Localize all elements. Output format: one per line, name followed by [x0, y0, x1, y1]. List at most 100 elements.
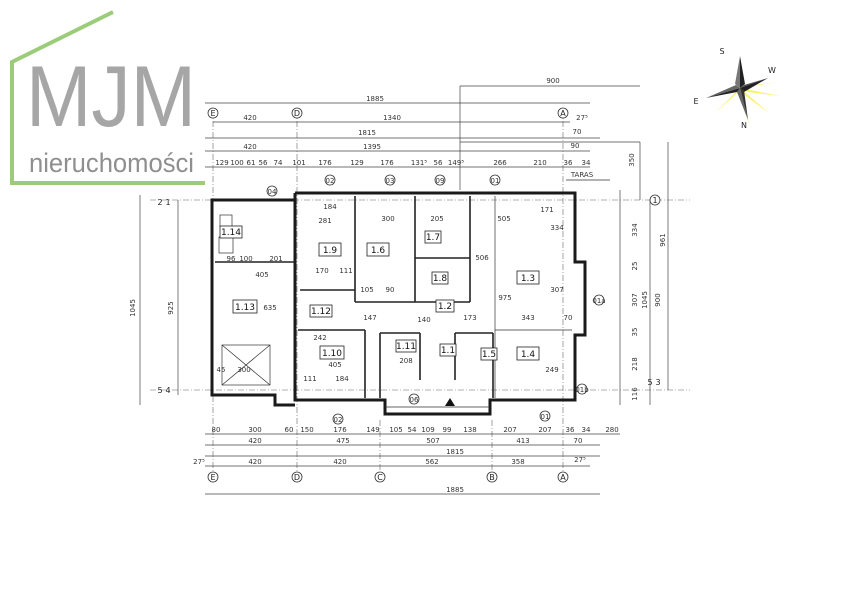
dimension-label: 90 [571, 142, 580, 150]
plan-element [309, 304, 333, 318]
dimension-label: 249 [545, 366, 558, 374]
dimension-label: 54 [408, 426, 417, 434]
room-1-8: 1.8 [431, 271, 449, 285]
dimension-label: 99 [443, 426, 452, 434]
dimension-label: 100 [239, 255, 252, 263]
dimension-label: E [210, 109, 215, 118]
plan-element [221, 344, 271, 386]
dimension-label: 1.6 [371, 246, 386, 256]
dimension-label: 150 [300, 426, 313, 434]
dimension-label: 1815 [358, 129, 376, 137]
dimension-label: 1 [652, 196, 657, 205]
room-1-4: 1.4 [516, 346, 540, 361]
dimension-label: 218 [631, 357, 639, 370]
dimension-label: 3 [655, 378, 660, 387]
dimension-label: 56 [259, 159, 268, 167]
dimension-label: 1.4 [521, 350, 536, 360]
dimension-label: 149 [366, 426, 379, 434]
plan-element [539, 410, 551, 422]
mjm-logo: MJM nieruchomości [10, 10, 205, 185]
dimension-label: 961 [659, 233, 667, 246]
dimension-label: 1.13 [235, 303, 255, 313]
dimension-label: 138 [463, 426, 476, 434]
dimension-label: 334 [631, 223, 639, 237]
dimension-label: 1.14 [221, 228, 241, 238]
plan-element [207, 471, 219, 483]
dimension-label: 1.2 [438, 302, 452, 312]
dimension-label: 900 [654, 293, 662, 306]
dimension-label: B [489, 473, 495, 482]
plan-element [715, 88, 740, 113]
dimension-label: 1045 [129, 299, 137, 317]
plan-element [332, 413, 344, 425]
plan-element [593, 294, 605, 306]
dimension-label: 1.9 [323, 246, 338, 256]
compass-s: S [719, 47, 724, 56]
plan-element [576, 383, 588, 395]
dimension-label: 111 [303, 375, 316, 383]
plan-element [740, 78, 768, 92]
plan-element [435, 299, 455, 313]
dimension-label: 90 [386, 286, 395, 294]
dimension-label: 1.3 [521, 274, 535, 284]
dimension-label: 405 [328, 361, 341, 369]
dimension-label: 307 [631, 293, 639, 306]
dimension-label: 242 [313, 334, 326, 342]
dimension-label: 266 [493, 159, 507, 167]
compass-n: N [741, 121, 747, 130]
dimension-label: 210 [533, 159, 546, 167]
dimension-label: 975 [498, 294, 511, 302]
dimension-label: 60 [285, 426, 294, 434]
plan-element [516, 346, 540, 361]
plan-element [439, 343, 457, 357]
logo-brand: MJM [26, 49, 196, 145]
dimension-label: 173 [463, 314, 476, 322]
axis-markers-top: E D A 2 1 5 4 1 5 3 [157, 107, 661, 395]
plan-element [737, 88, 748, 120]
dimension-label: 61 [247, 159, 256, 167]
room-1-6: 1.6 [366, 242, 390, 257]
dimension-label: 635 [263, 304, 276, 312]
dimension-label: 35 [631, 328, 639, 337]
dimension-label: 925 [167, 301, 175, 314]
dimension-label: 03 [386, 177, 395, 185]
dimension-label: 101 [292, 159, 305, 167]
compass-w: W [768, 66, 776, 75]
plan-element [319, 345, 345, 360]
dimension-label: 1.1 [441, 346, 455, 356]
dimension-label: C [377, 473, 383, 482]
room-1-13: 1.13 [232, 299, 258, 314]
dimension-label: 5 [157, 386, 162, 395]
dimension-label: 109 [421, 426, 434, 434]
dimension-label: A [560, 109, 566, 118]
dimension-label: 420 [248, 458, 261, 466]
dimension-label: 45 [217, 366, 226, 374]
dimension-label: 01 [491, 177, 500, 185]
dimension-label: 131⁵ [411, 159, 427, 167]
compass-rose-icon: S W N E [693, 47, 780, 130]
plan-element [489, 174, 501, 186]
dimension-label: 01a [592, 297, 605, 305]
dimension-label: 475 [336, 437, 349, 445]
dimension-label: 70 [573, 128, 582, 136]
dimension-label: 27⁵ [193, 458, 205, 466]
dimension-label: 900 [546, 77, 559, 85]
plan-element [395, 339, 417, 353]
dimension-label: 506 [475, 254, 489, 262]
dimension-label: 2 [157, 198, 162, 207]
dimension-label: 405 [255, 271, 268, 279]
dimension-label: 300 [248, 426, 261, 434]
dimension-label: 207 [538, 426, 551, 434]
dimension-label: 80 [212, 426, 221, 434]
dimension-label: 1.8 [433, 274, 448, 284]
dimension-label: 34 [582, 159, 591, 167]
plan-element [324, 174, 336, 186]
dimension-label: 105 [360, 286, 373, 294]
plan-element [480, 347, 498, 361]
room-1-3: 1.3 [516, 270, 540, 285]
plan-element [266, 185, 278, 197]
dimension-label: 1 [165, 198, 170, 207]
dimension-label: A [560, 473, 566, 482]
dimension-label: 1.10 [322, 349, 342, 359]
dimension-label: 1815 [446, 448, 464, 456]
